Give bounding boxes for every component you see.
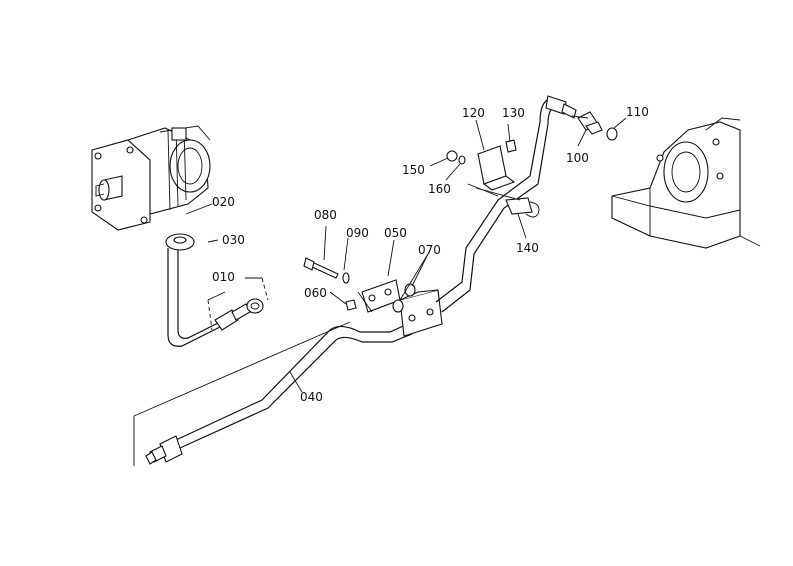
pipe-040 bbox=[133, 321, 413, 466]
label-130: 130 bbox=[502, 106, 525, 120]
clamp-assembly bbox=[303, 257, 443, 337]
label-090: 090 bbox=[346, 226, 369, 240]
label-140: 140 bbox=[516, 241, 539, 255]
label-110: 110 bbox=[626, 105, 649, 119]
label-080: 080 bbox=[314, 208, 337, 222]
label-050: 050 bbox=[384, 226, 407, 240]
part-labels: 010 020 030 040 050 060 070 080 090 100 … bbox=[212, 105, 649, 404]
leader-lines bbox=[185, 117, 627, 393]
bracket-120 bbox=[446, 139, 517, 197]
label-100: 100 bbox=[566, 151, 589, 165]
label-020: 020 bbox=[212, 195, 235, 209]
pipe-010 bbox=[167, 248, 269, 347]
label-070: 070 bbox=[418, 243, 441, 257]
label-150: 150 bbox=[402, 163, 425, 177]
label-040: 040 bbox=[300, 390, 323, 404]
label-030: 030 bbox=[222, 233, 245, 247]
label-010: 010 bbox=[212, 270, 235, 284]
hydraulic-pump bbox=[91, 125, 211, 251]
label-160: 160 bbox=[428, 182, 451, 196]
fittings-100-110 bbox=[571, 111, 618, 141]
transmission-housing bbox=[611, 117, 761, 249]
label-120: 120 bbox=[462, 106, 485, 120]
pipe-upper bbox=[435, 95, 577, 313]
label-060: 060 bbox=[304, 286, 327, 300]
